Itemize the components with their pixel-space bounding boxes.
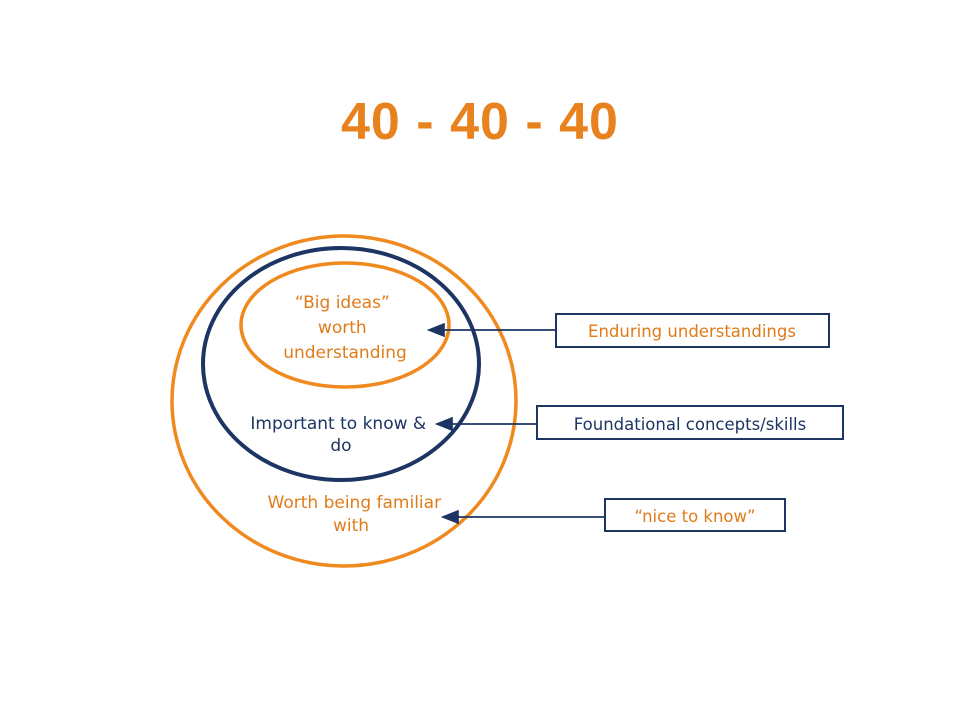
inner-ring	[239, 261, 451, 389]
outer-ring-label: Worth being familiar with	[268, 493, 447, 536]
nice-to-know-label: “nice to know”	[634, 507, 755, 526]
middle-ring	[201, 246, 481, 482]
nice-to-know-box	[604, 498, 786, 532]
foundational-concepts-box	[536, 405, 844, 440]
enduring-understandings-label: Enduring understandings	[588, 322, 796, 341]
middle-ring-label: Important to know & do	[250, 414, 431, 456]
slide-title: 40 - 40 - 40	[341, 93, 619, 151]
inner-ring-label: “Big ideas” worth understanding	[283, 293, 407, 363]
outer-ring	[170, 234, 518, 568]
foundational-concepts-label: Foundational concepts/skills	[574, 415, 807, 434]
